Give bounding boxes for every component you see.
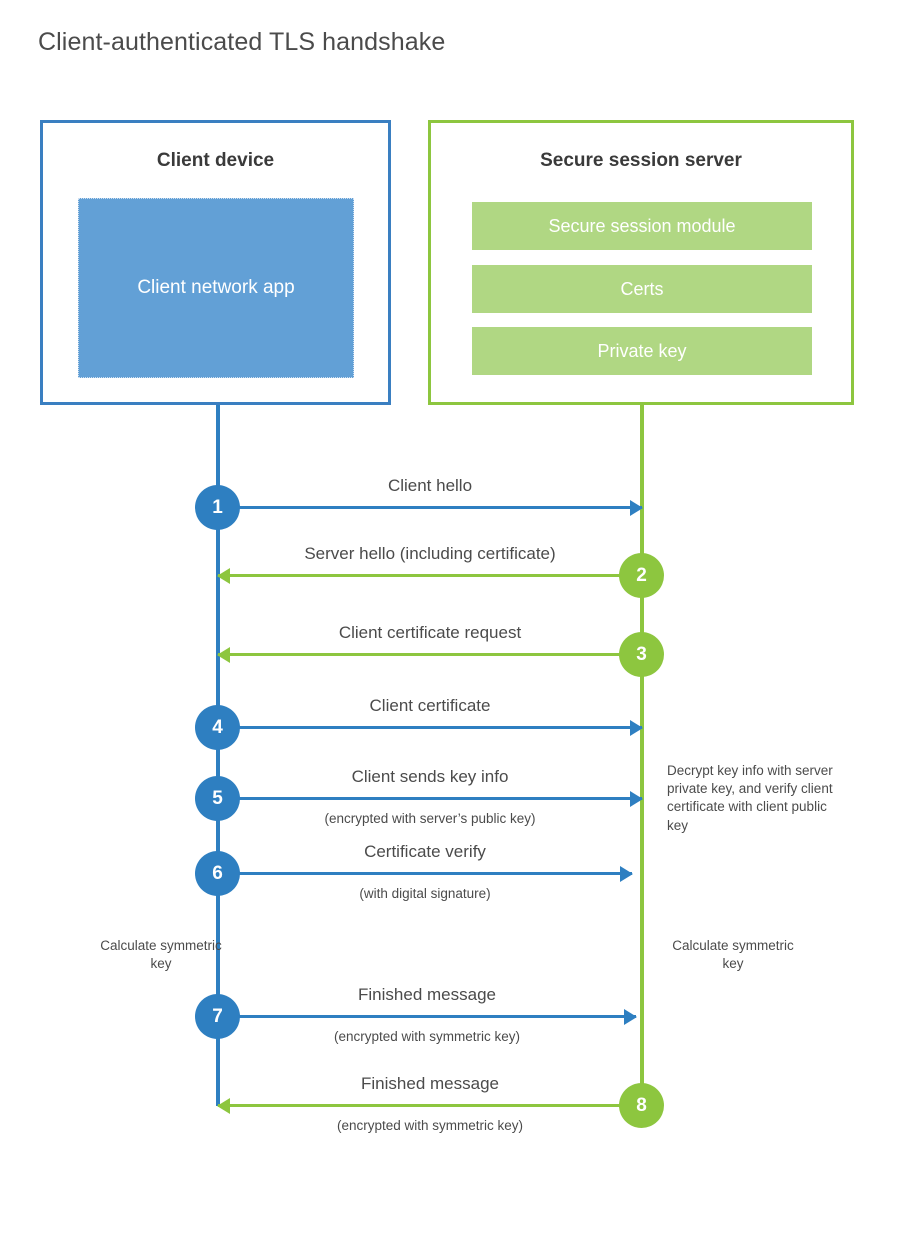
arrow-line	[218, 506, 642, 509]
message-5-label: Client sends key info	[351, 767, 509, 786]
arrow-head-icon	[217, 647, 230, 663]
step-marker-4: 4	[195, 705, 240, 750]
secure-session-server-box: Secure session server Secure session mod…	[428, 120, 854, 405]
step-marker-8: 8	[619, 1083, 664, 1128]
message-3-label: Client certificate request	[338, 623, 522, 642]
arrow-head-icon	[630, 791, 643, 807]
step-marker-3: 3	[619, 632, 664, 677]
message-8-label: Finished message	[361, 1074, 499, 1093]
arrow-line	[218, 797, 642, 800]
client-lifeline	[216, 405, 220, 1106]
annotation-server-decrypt: Decrypt key info with server private key…	[667, 763, 833, 833]
message-4-label: Client certificate	[369, 696, 491, 715]
server-lifeline	[640, 405, 644, 1106]
arrow-line	[218, 872, 632, 875]
server-module-secure-session-module: Secure session module	[472, 202, 812, 250]
message-7-sublabel: (encrypted with symmetric key)	[333, 1029, 521, 1044]
message-5-sublabel: (encrypted with server’s public key)	[324, 811, 536, 826]
arrow-line	[218, 574, 642, 577]
arrow-head-icon	[624, 1009, 637, 1025]
server-module-private-key: Private key	[472, 327, 812, 375]
arrow-head-icon	[630, 500, 643, 516]
client-device-box: Client device Client network app	[40, 120, 391, 405]
step-marker-2: 2	[619, 553, 664, 598]
arrow-head-icon	[217, 568, 230, 584]
message-2-label: Server hello (including certificate)	[304, 544, 556, 563]
arrow-line	[218, 1104, 642, 1107]
step-marker-7: 7	[195, 994, 240, 1039]
arrow-head-icon	[620, 866, 633, 882]
client-network-app-block: Client network app	[78, 198, 354, 378]
arrow-line	[218, 1015, 636, 1018]
secure-session-server-title: Secure session server	[540, 150, 742, 171]
annotation-client-calculate-symmetric-key: Calculate symmetric key	[100, 938, 222, 972]
step-marker-1: 1	[195, 485, 240, 530]
page-title: Client-authenticated TLS handshake	[38, 28, 446, 56]
message-6-label: Certificate verify	[364, 842, 486, 861]
message-7-label: Finished message	[358, 985, 496, 1004]
arrow-line	[218, 726, 642, 729]
message-6-sublabel: (with digital signature)	[359, 886, 491, 901]
annotation-server-calculate-symmetric-key: Calculate symmetric key	[672, 938, 794, 972]
message-1-label: Client hello	[387, 476, 473, 495]
arrow-head-icon	[217, 1098, 230, 1114]
client-device-title: Client device	[156, 150, 275, 171]
arrow-line	[218, 653, 642, 656]
step-marker-5: 5	[195, 776, 240, 821]
message-8-sublabel: (encrypted with symmetric key)	[336, 1118, 524, 1133]
server-module-certs: Certs	[472, 265, 812, 313]
step-marker-6: 6	[195, 851, 240, 896]
arrow-head-icon	[630, 720, 643, 736]
